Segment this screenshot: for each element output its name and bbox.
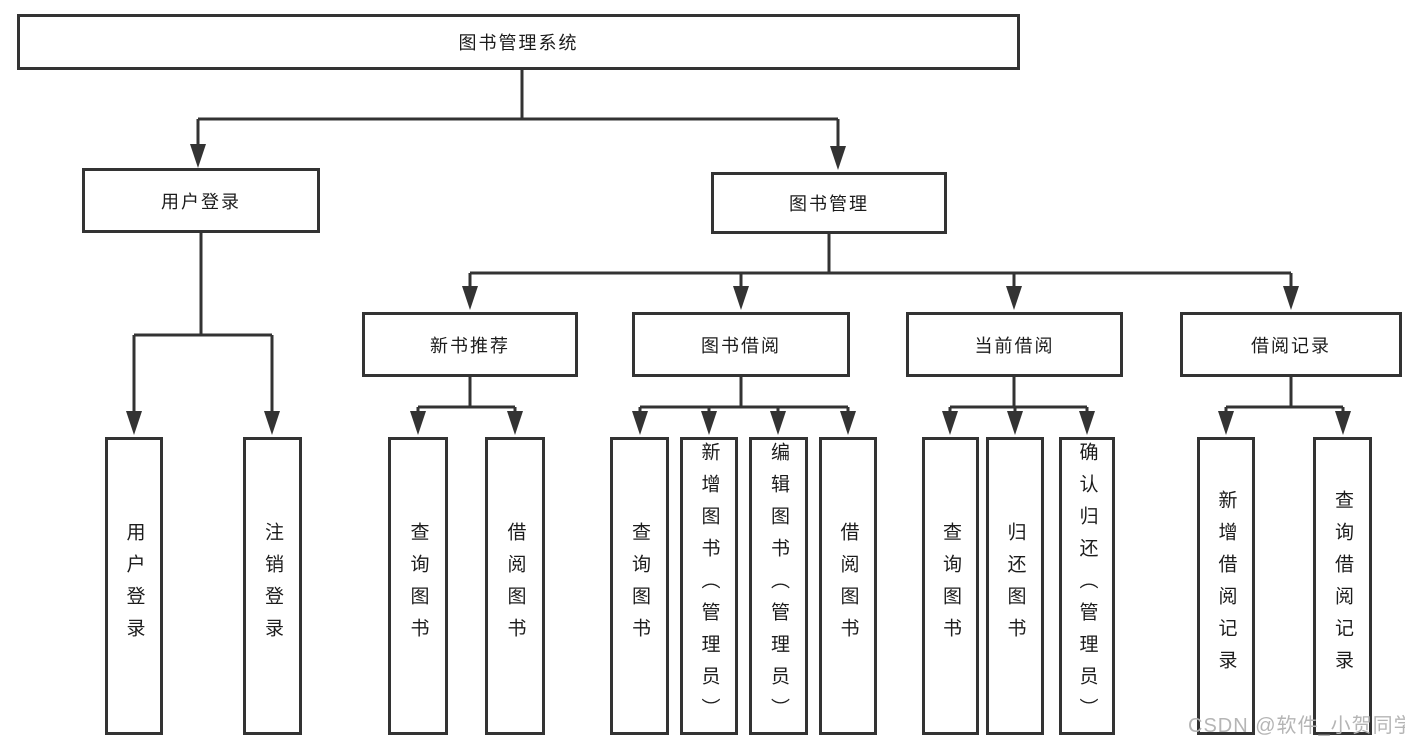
- connector-book-management-to-level3: [462, 233, 1299, 310]
- leaf-logout-label: 注销登录: [262, 522, 283, 650]
- arrowhead: [462, 286, 478, 310]
- node-book-management: 图书管理: [711, 172, 947, 234]
- leaf-borrow-books-recommend: 借阅图书: [485, 437, 545, 735]
- arrowhead: [1007, 411, 1023, 435]
- leaf-logout: 注销登录: [243, 437, 302, 735]
- arrowhead: [1006, 286, 1022, 310]
- arrowhead: [1079, 411, 1095, 435]
- leaf-borrow-books-label: 借阅图书: [837, 522, 859, 650]
- leaf-query-books-recommend: 查询图书: [388, 437, 448, 735]
- node-root: 图书管理系统: [17, 14, 1020, 70]
- leaf-query-books-recommend-label: 查询图书: [407, 522, 429, 650]
- arrowhead: [507, 411, 523, 435]
- leaf-edit-books-admin: 编辑图书（管理员）: [749, 437, 808, 735]
- arrowhead: [410, 411, 426, 435]
- node-book-borrow: 图书借阅: [632, 312, 850, 377]
- arrowhead: [126, 411, 142, 435]
- arrowhead: [840, 411, 856, 435]
- leaf-return-books: 归还图书: [986, 437, 1044, 735]
- leaf-user-login: 用户登录: [105, 437, 163, 735]
- leaf-edit-books-admin-label: 编辑图书（管理员）: [768, 442, 789, 730]
- leaf-add-borrow-record: 新增借阅记录: [1197, 437, 1255, 735]
- arrowhead: [733, 286, 749, 310]
- arrowhead: [770, 411, 786, 435]
- leaf-borrow-books: 借阅图书: [819, 437, 877, 735]
- connector-book-borrow-to-leaves: [632, 377, 856, 435]
- leaf-user-login-label: 用户登录: [123, 522, 145, 650]
- arrowhead: [1283, 286, 1299, 310]
- leaf-query-books-borrow-label: 查询图书: [629, 522, 650, 650]
- node-new-book-recommend: 新书推荐: [362, 312, 578, 377]
- leaf-add-books-admin-label: 新增图书（管理员）: [698, 442, 720, 730]
- connector-user-login-to-leaves: [126, 233, 280, 435]
- connector-new-book-recommend-to-leaves: [410, 377, 523, 435]
- arrowhead: [1335, 411, 1351, 435]
- arrowhead: [942, 411, 958, 435]
- connector-current-borrow-to-leaves: [942, 377, 1095, 435]
- leaf-confirm-return-admin: 确认归还（管理员）: [1059, 437, 1115, 735]
- leaf-return-books-label: 归还图书: [1004, 522, 1026, 650]
- leaf-query-books-borrow: 查询图书: [610, 437, 669, 735]
- connector-root-to-level2: [190, 69, 846, 170]
- csdn-watermark: CSDN @软件_小贺同学: [1188, 715, 1405, 737]
- leaf-query-books-current: 查询图书: [922, 437, 979, 735]
- arrowhead: [632, 411, 648, 435]
- leaf-borrow-books-recommend-label: 借阅图书: [504, 522, 526, 650]
- leaf-query-borrow-record: 查询借阅记录: [1313, 437, 1372, 735]
- arrowhead: [190, 144, 206, 168]
- leaf-add-borrow-record-label: 新增借阅记录: [1215, 490, 1237, 682]
- leaf-confirm-return-admin-label: 确认归还（管理员）: [1076, 442, 1098, 730]
- arrowhead: [830, 146, 846, 170]
- arrowhead: [1218, 411, 1234, 435]
- leaf-query-books-current-label: 查询图书: [940, 522, 961, 650]
- connector-borrow-records-to-leaves: [1218, 377, 1351, 435]
- node-user-login: 用户登录: [82, 168, 320, 233]
- arrowhead: [701, 411, 717, 435]
- node-current-borrow: 当前借阅: [906, 312, 1123, 377]
- leaf-query-borrow-record-label: 查询借阅记录: [1332, 490, 1353, 682]
- arrowhead: [264, 411, 280, 435]
- node-borrow-records: 借阅记录: [1180, 312, 1402, 377]
- leaf-add-books-admin: 新增图书（管理员）: [680, 437, 738, 735]
